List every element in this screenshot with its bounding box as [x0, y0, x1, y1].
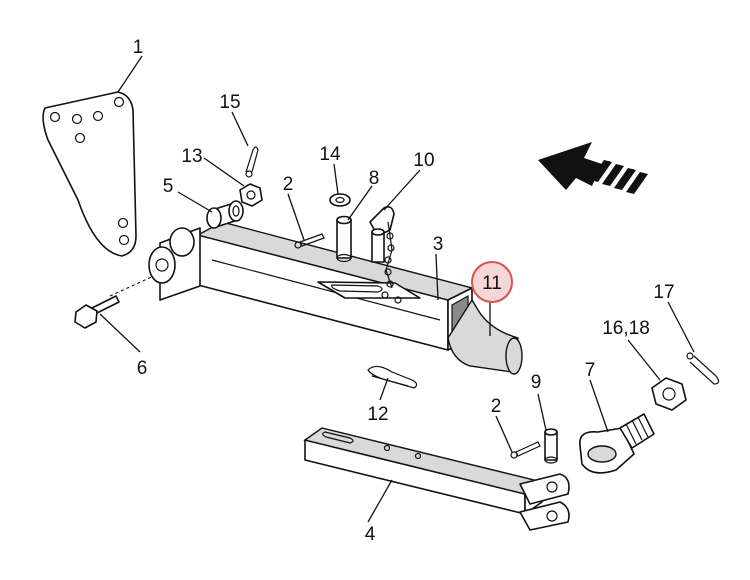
part-17-split-pin[interactable] — [686, 352, 720, 385]
part-5-bushing[interactable] — [206, 200, 244, 229]
callout-1[interactable]: 1 — [133, 37, 144, 58]
part-2-cotter-pin-lower[interactable] — [510, 441, 541, 459]
callout-6[interactable]: 6 — [137, 358, 148, 379]
callout-14[interactable]: 14 — [319, 144, 341, 165]
part-3-main-tube[interactable] — [148, 221, 474, 351]
part-1-bracket-plate[interactable] — [42, 91, 137, 257]
leader-lines — [99, 55, 695, 523]
callout-13[interactable]: 13 — [181, 146, 202, 167]
callout-17[interactable]: 17 — [653, 282, 674, 303]
callout-3[interactable]: 3 — [433, 234, 444, 255]
callout-11[interactable]: 11 — [482, 273, 502, 294]
arrow-left-icon — [538, 142, 648, 194]
part-15-split-pin[interactable] — [245, 146, 259, 178]
part-6-bolt[interactable] — [74, 273, 159, 329]
part-11-hose[interactable] — [447, 298, 523, 375]
part-8-pin[interactable] — [336, 215, 352, 263]
callout-16-18[interactable]: 16,18 — [602, 318, 650, 339]
part-14-washer[interactable] — [329, 193, 351, 207]
part-4-lower-bar[interactable] — [303, 427, 570, 531]
part-10-linch-pin-chain[interactable] — [369, 206, 395, 289]
highlight-circle-11[interactable] — [471, 261, 513, 303]
callout-15[interactable]: 15 — [219, 92, 240, 113]
part-16-18-nut[interactable] — [651, 377, 687, 411]
callout-10[interactable]: 10 — [413, 150, 434, 171]
callout-4[interactable]: 4 — [365, 524, 376, 545]
callout-12[interactable]: 12 — [367, 404, 388, 425]
part-7-eye-bolt[interactable] — [579, 413, 655, 474]
callout-2-lower[interactable]: 2 — [491, 396, 502, 417]
part-12-r-clip[interactable] — [367, 365, 418, 389]
callout-2-upper[interactable]: 2 — [283, 174, 294, 195]
part-9-pin[interactable] — [544, 428, 558, 464]
callout-8[interactable]: 8 — [369, 168, 380, 189]
callout-labels: 1 15 13 14 8 10 5 2 3 11 17 16,18 6 9 7 … — [133, 37, 675, 545]
callout-9[interactable]: 9 — [531, 372, 542, 393]
callout-5[interactable]: 5 — [163, 176, 174, 197]
part-2-cotter-pin-upper[interactable] — [294, 233, 325, 249]
callout-7[interactable]: 7 — [585, 360, 596, 381]
part-13-nut[interactable] — [239, 183, 263, 207]
